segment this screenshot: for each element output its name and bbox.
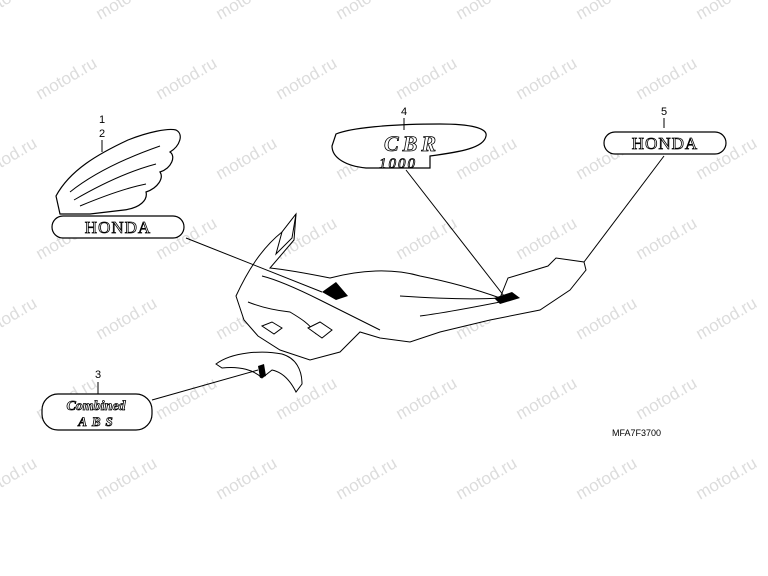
watermark-text: motod.ru (33, 53, 101, 103)
watermark-text: motod.ru (0, 453, 40, 503)
abs-emblem-top: Combined (66, 399, 126, 414)
watermark-text: motod.ru (573, 0, 641, 23)
watermark-text: motod.ru (693, 453, 761, 503)
watermark-text: motod.ru (573, 293, 641, 343)
cbr-emblem-bottom: 1000 (379, 156, 417, 172)
watermark-text: motod.ru (633, 53, 701, 103)
watermark-text: motod.ru (93, 453, 161, 503)
honda-wordmark-text: HONDA (632, 134, 698, 153)
watermark-text: motod.ru (633, 213, 701, 263)
honda-wordmark-emblem: HONDA (603, 131, 727, 155)
watermark-text: motod.ru (0, 0, 40, 23)
watermark-text: motod.ru (273, 373, 341, 423)
diagram-code: MFA7F3700 (612, 428, 661, 438)
cbr-emblem-top: CBR (384, 131, 440, 156)
watermark-text: motod.ru (513, 53, 581, 103)
fender-abs-decal (258, 364, 266, 378)
callout-5: 5 (661, 106, 667, 118)
watermark-text: motod.ru (633, 373, 701, 423)
watermark-text: motod.ru (213, 133, 281, 183)
watermark-text: motod.ru (273, 53, 341, 103)
front-fender-illustration (215, 351, 303, 393)
watermark-text: motod.ru (393, 373, 461, 423)
callout-3: 3 (95, 369, 101, 381)
callout-1: 1 (99, 114, 105, 126)
watermark-text: motod.ru (453, 0, 521, 23)
motorcycle-body-illustration (235, 212, 587, 361)
watermark-text: motod.ru (513, 373, 581, 423)
watermark-text: motod.ru (153, 373, 221, 423)
watermark-text: motod.ru (333, 453, 401, 503)
watermark-text: motod.ru (393, 53, 461, 103)
wing-emblem: HONDA (51, 128, 185, 239)
watermark-text: motod.ru (393, 213, 461, 263)
watermark-text: motod.ru (213, 0, 281, 23)
wing-emblem-word: HONDA (85, 218, 151, 237)
watermark-text: motod.ru (0, 133, 40, 183)
watermark-text: motod.ru (93, 293, 161, 343)
watermark-text: motod.ru (153, 53, 221, 103)
watermark-text: motod.ru (693, 293, 761, 343)
tail-cbr-decal (494, 292, 520, 304)
watermark-text: motod.ru (513, 213, 581, 263)
watermark-text: motod.ru (333, 0, 401, 23)
combined-abs-emblem: Combined ABS (41, 393, 153, 431)
callout-4: 4 (401, 106, 407, 118)
abs-emblem-bottom: ABS (77, 414, 118, 429)
watermark-text: motod.ru (213, 453, 281, 503)
leader-lines (97, 118, 665, 401)
cbr-1000-emblem: CBR 1000 (331, 123, 487, 172)
tank-wing-decal (322, 282, 348, 300)
callout-2: 2 (99, 128, 105, 140)
callout-numbers: 1 2 3 4 5 (95, 106, 667, 381)
watermark-text: motod.ru (93, 0, 161, 23)
watermark-text: motod.ru (0, 293, 40, 343)
watermark-text: motod.ru (573, 453, 641, 503)
watermark-text: motod.ru (453, 453, 521, 503)
watermark-text: motod.ru (693, 0, 761, 23)
